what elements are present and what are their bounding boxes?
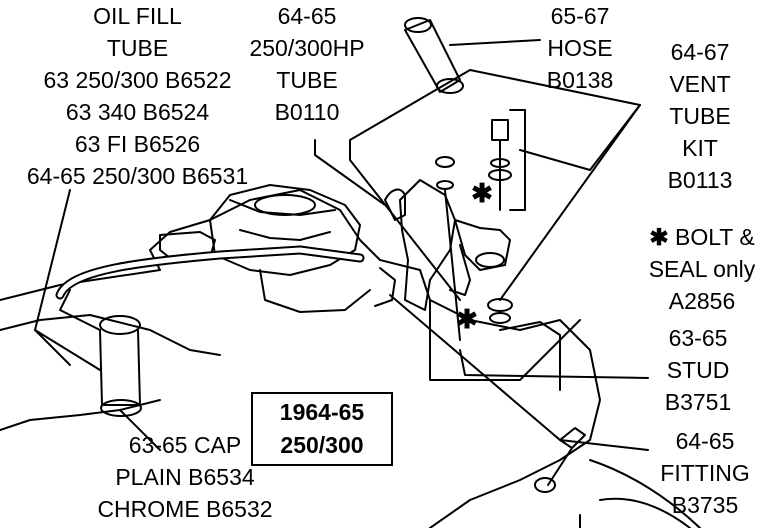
fitting bbox=[559, 427, 586, 449]
label-oil-fill-tube: OIL FILL TUBE 63 250/300 B6522 63 340 B6… bbox=[26, 3, 249, 189]
engine-block-outline bbox=[0, 189, 601, 528]
hose bbox=[404, 19, 461, 93]
star-icon: ✱ bbox=[649, 224, 669, 250]
label-vent-tube-kit: 64-67 VENT TUBE KIT B0113 bbox=[667, 39, 733, 193]
label-fitting: 64-65 FITTING B3735 bbox=[660, 428, 750, 518]
label-cap: 63-65 CAP PLAIN B6534 CHROME B6532 bbox=[97, 432, 273, 522]
leader-tube-b0110 bbox=[314, 139, 386, 206]
label-tube-b0110: 64-65 250/300HP TUBE B0110 bbox=[249, 3, 365, 125]
leader-stud bbox=[459, 349, 649, 379]
pcv-valve bbox=[399, 179, 456, 311]
label-stud: 63-65 STUD B3751 bbox=[664, 325, 732, 415]
engine-lower-edge bbox=[0, 314, 221, 356]
leader-vent-kit bbox=[349, 69, 641, 301]
leader-hose bbox=[449, 39, 541, 46]
star-icon: ✱ bbox=[456, 304, 478, 334]
label-bolt-seal: ✱ BOLT & SEAL only A2856 bbox=[648, 224, 756, 314]
leader-cap bbox=[119, 409, 161, 451]
star-marker-lower: ✱ bbox=[455, 303, 479, 335]
star-icon: ✱ bbox=[471, 178, 493, 208]
leader-fitting bbox=[389, 294, 649, 451]
star-marker-upper: ✱ bbox=[470, 177, 494, 209]
carburetor-outline bbox=[209, 184, 361, 276]
year-box: 1964-65 250/300 bbox=[251, 392, 393, 466]
oil-fill-tube bbox=[99, 329, 141, 406]
label-hose-b0138: 65-67 HOSE B0138 bbox=[546, 3, 614, 93]
